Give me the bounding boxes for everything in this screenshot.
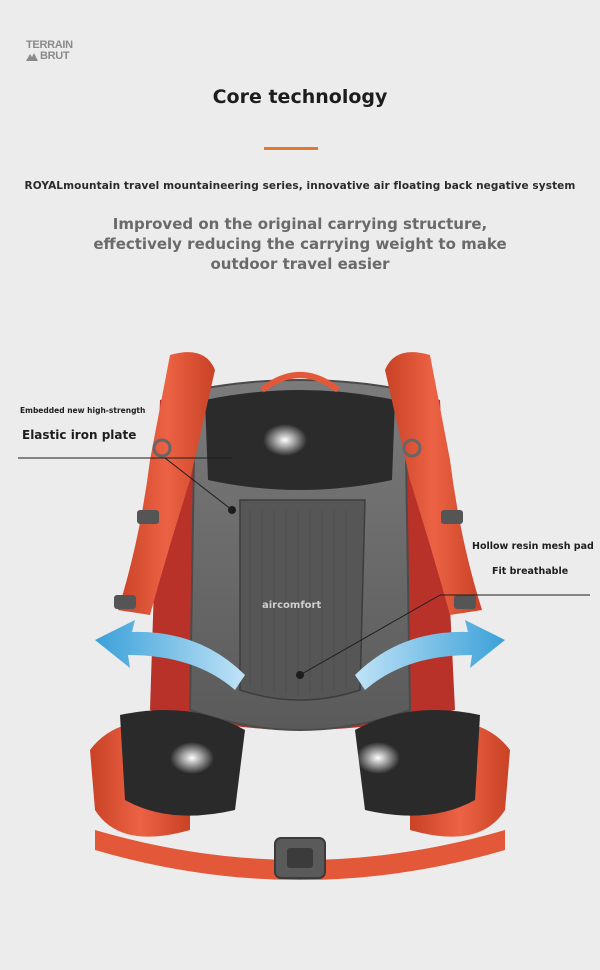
logo-text-brut: BRUT	[40, 50, 70, 62]
airflow-arrow-left	[95, 620, 245, 690]
page-title: Core technology	[212, 86, 388, 108]
annotation-left-big: Elastic iron plate	[22, 428, 137, 442]
shoulder-strap-left	[118, 352, 215, 615]
brand-logo: TERRAIN BRUT	[26, 40, 82, 66]
strap-buckle-right	[441, 510, 463, 524]
annotation-right-line2: Fit breathable	[492, 566, 569, 577]
feature-description: Improved on the original carrying struct…	[0, 214, 600, 274]
annotation-dot-left	[228, 506, 236, 514]
annotation-right-line1: Hollow resin mesh pad	[472, 541, 594, 552]
strap-buckle-left	[137, 510, 159, 524]
lumbar-pad-right	[355, 710, 480, 816]
strap-buckle-left-lower	[114, 595, 136, 609]
airflow-arrow-right	[355, 620, 505, 690]
haul-loop	[260, 372, 340, 393]
shoulder-strap-right	[385, 352, 482, 615]
d-ring-left	[152, 438, 172, 458]
backpack-illustration: aircomfort	[18, 352, 590, 880]
description-line: Improved on the original carrying struct…	[112, 215, 488, 233]
panel-print: aircomfort	[262, 600, 321, 611]
airflow-glow-left	[170, 742, 214, 774]
waist-strap	[95, 830, 505, 880]
strap-buckle-right-lower	[454, 595, 476, 609]
title-accent-divider	[264, 147, 318, 150]
airflow-glow-right	[356, 742, 400, 774]
description-line: effectively reducing the carrying weight…	[93, 235, 507, 253]
airflow-glow-top	[263, 424, 307, 456]
annotation-left-small: Embedded new high-strength	[20, 406, 146, 415]
mountain-icon	[26, 53, 38, 61]
annotation-dot-right	[296, 671, 304, 679]
description-line: outdoor travel easier	[210, 255, 390, 273]
logo-text-terrain: TERRAIN	[26, 39, 73, 51]
series-subtitle: ROYALmountain travel mountaineering seri…	[24, 180, 576, 192]
d-ring-right	[402, 438, 422, 458]
